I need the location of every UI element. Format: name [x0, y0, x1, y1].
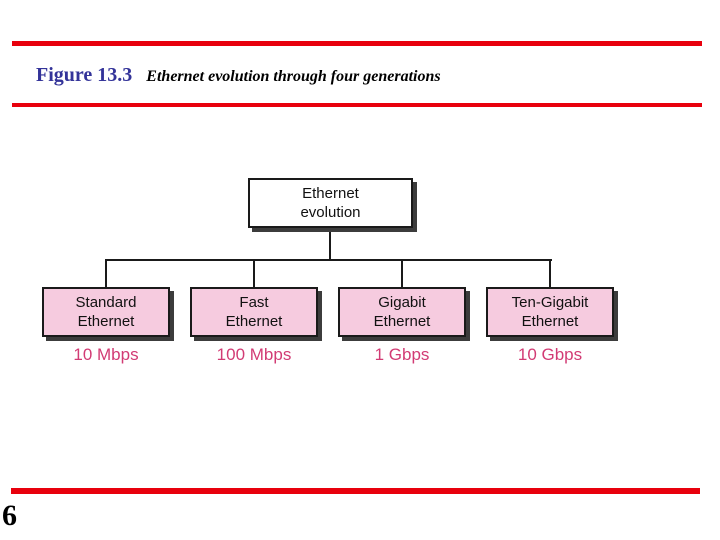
connector-drop-ten-gigabit	[549, 259, 551, 288]
speed-label-fast: 100 Mbps	[216, 345, 292, 364]
page-number: 6	[2, 499, 17, 532]
figure-label: Figure 13.3	[36, 64, 133, 86]
root-node: Ethernet evolution	[248, 178, 413, 228]
connector-bus	[105, 259, 552, 261]
speed-label-standard: 10 Mbps	[73, 345, 139, 364]
bottom-rule	[11, 488, 700, 494]
speed-label-gigabit: 1 Gbps	[374, 345, 430, 364]
figure-caption: Ethernet evolution through four generati…	[146, 68, 441, 85]
speed-label-ten-gigabit: 10 Gbps	[517, 345, 583, 364]
figure-header: Figure 13.3 Ethernet evolution through f…	[36, 64, 441, 87]
root-node-label: Ethernet evolution	[300, 185, 361, 221]
node-ten-gigabit-ethernet: Ten-Gigabit Ethernet	[486, 287, 614, 337]
node-label: Standard Ethernet	[75, 294, 137, 330]
node-standard-ethernet: Standard Ethernet	[42, 287, 170, 337]
connector-drop-fast	[253, 259, 255, 288]
connector-drop-standard	[105, 259, 107, 288]
connector-root-stem	[329, 228, 331, 260]
connector-drop-gigabit	[401, 259, 403, 288]
header-underline-rule	[12, 103, 702, 107]
node-label: Ten-Gigabit Ethernet	[511, 294, 589, 330]
node-fast-ethernet: Fast Ethernet	[190, 287, 318, 337]
node-gigabit-ethernet: Gigabit Ethernet	[338, 287, 466, 337]
node-label: Gigabit Ethernet	[373, 294, 431, 330]
top-rule	[12, 41, 702, 46]
node-label: Fast Ethernet	[225, 294, 283, 330]
